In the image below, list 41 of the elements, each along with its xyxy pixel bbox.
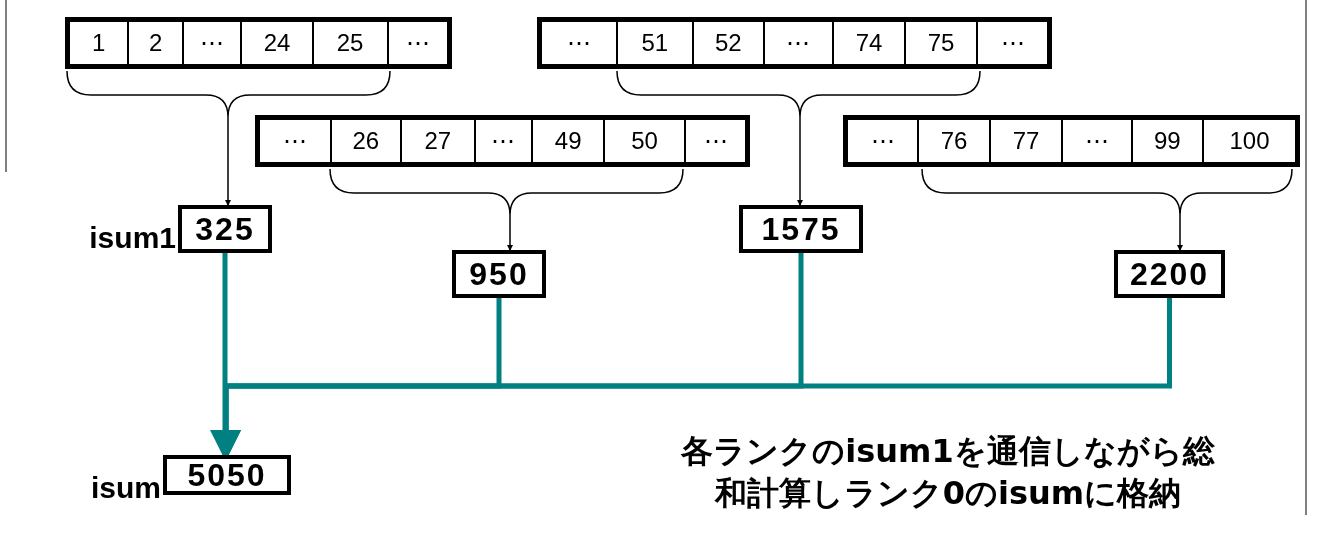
array-box bbox=[255, 115, 750, 167]
value-text: 2200 bbox=[1129, 258, 1210, 290]
array-cell: 51 bbox=[615, 22, 692, 64]
array-box bbox=[65, 17, 452, 69]
array-cell: 27 bbox=[400, 120, 474, 162]
value-text: 950 bbox=[469, 258, 529, 290]
array-cell: ⋯ bbox=[684, 120, 745, 162]
array-cell-text: 1 bbox=[91, 28, 107, 58]
array-cell: ⋯ bbox=[762, 22, 833, 64]
array-cell: 50 bbox=[602, 120, 685, 162]
value-box bbox=[1114, 250, 1225, 298]
value-box bbox=[739, 205, 863, 253]
array-cell: ⋯ bbox=[1061, 120, 1131, 162]
array-cell: 77 bbox=[988, 120, 1062, 162]
array-cell: ⋯ bbox=[473, 120, 532, 162]
value-text: 325 bbox=[195, 213, 255, 245]
array-cell: 74 bbox=[832, 22, 904, 64]
value-text: 1575 bbox=[761, 213, 841, 245]
variable-name: isum bbox=[90, 473, 161, 503]
array-cell: ⋯ bbox=[976, 22, 1047, 64]
array-cell: 26 bbox=[329, 120, 401, 162]
array-cell-text: ⋯ bbox=[281, 126, 308, 156]
array-cell: 100 bbox=[1202, 120, 1295, 162]
array-cell: ⋯ bbox=[386, 22, 447, 64]
array-cell: 75 bbox=[903, 22, 977, 64]
array-cell: 24 bbox=[240, 22, 312, 64]
array-cell-text: ⋯ bbox=[869, 126, 896, 156]
array-box bbox=[843, 115, 1300, 167]
array-cell: 76 bbox=[917, 120, 989, 162]
array-cell: 2 bbox=[127, 22, 182, 64]
array-cell: 99 bbox=[1130, 120, 1203, 162]
array-cell: 49 bbox=[531, 120, 603, 162]
value-text: 5050 bbox=[187, 459, 267, 491]
note-text: 各ランクのisum1を通信しながら総和計算しランク0のisumに格納 bbox=[680, 431, 1216, 514]
array-cell: 52 bbox=[692, 22, 763, 64]
array-box bbox=[537, 17, 1052, 69]
array-cell-text: ⋯ bbox=[565, 28, 592, 58]
array-cell: 25 bbox=[311, 22, 387, 64]
variable-name: isum1 bbox=[89, 223, 176, 253]
value-box bbox=[452, 250, 546, 298]
array-cell: ⋯ bbox=[182, 22, 241, 64]
